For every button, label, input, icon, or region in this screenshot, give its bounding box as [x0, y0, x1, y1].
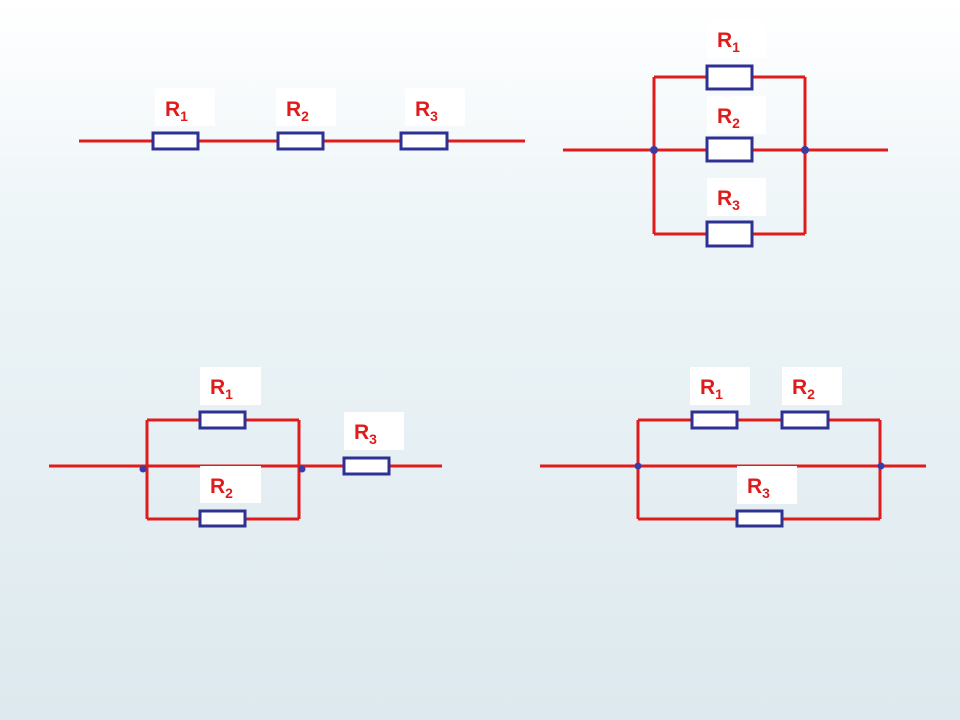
label-r1: R1	[210, 376, 233, 402]
label-r3: R3	[415, 98, 438, 124]
resistor-r1	[690, 410, 739, 430]
label-box	[155, 88, 215, 126]
label-box	[690, 367, 750, 405]
label-box	[707, 178, 766, 216]
series-circuit: R1 R2 R3	[79, 88, 525, 151]
label-r2: R2	[286, 98, 309, 124]
resistor-r3	[705, 220, 754, 248]
junction-node	[139, 465, 147, 473]
label-box	[344, 412, 404, 450]
label-r3: R3	[354, 421, 377, 447]
label-r1: R1	[700, 376, 723, 402]
label-box	[200, 367, 261, 405]
mixed-circuit-parallel-then-series: R1 R2 R3	[49, 367, 442, 528]
parallel-circuit: R1 R2 R3	[563, 20, 888, 248]
resistor-r3	[342, 456, 391, 476]
label-r3: R3	[717, 187, 740, 213]
label-box	[276, 88, 336, 126]
resistor-r3	[399, 131, 449, 151]
label-r2: R2	[792, 376, 815, 402]
label-r2: R2	[210, 475, 233, 501]
resistor-r2	[276, 131, 325, 151]
label-box	[707, 96, 766, 134]
resistor-r1	[198, 410, 247, 430]
label-r2: R2	[717, 105, 740, 131]
resistor-r2	[198, 509, 247, 528]
label-box	[200, 466, 261, 503]
resistor-r2	[705, 136, 754, 163]
label-box	[405, 88, 465, 126]
junction-node	[650, 146, 658, 154]
resistor-r3	[735, 509, 784, 528]
junction-node	[877, 462, 885, 470]
junction-node	[298, 465, 306, 473]
label-box	[737, 466, 797, 504]
junction-node	[801, 146, 809, 154]
label-r3: R3	[747, 475, 770, 501]
resistor-r1	[151, 131, 200, 151]
mixed-circuit-series-branch-parallel: R1 R2 R3	[540, 367, 926, 528]
label-r1: R1	[717, 29, 740, 55]
label-box	[707, 20, 766, 58]
resistor-r1	[705, 64, 754, 91]
label-box	[782, 367, 842, 405]
junction-node	[634, 462, 642, 470]
label-r1: R1	[165, 98, 188, 124]
resistor-r2	[780, 410, 830, 430]
